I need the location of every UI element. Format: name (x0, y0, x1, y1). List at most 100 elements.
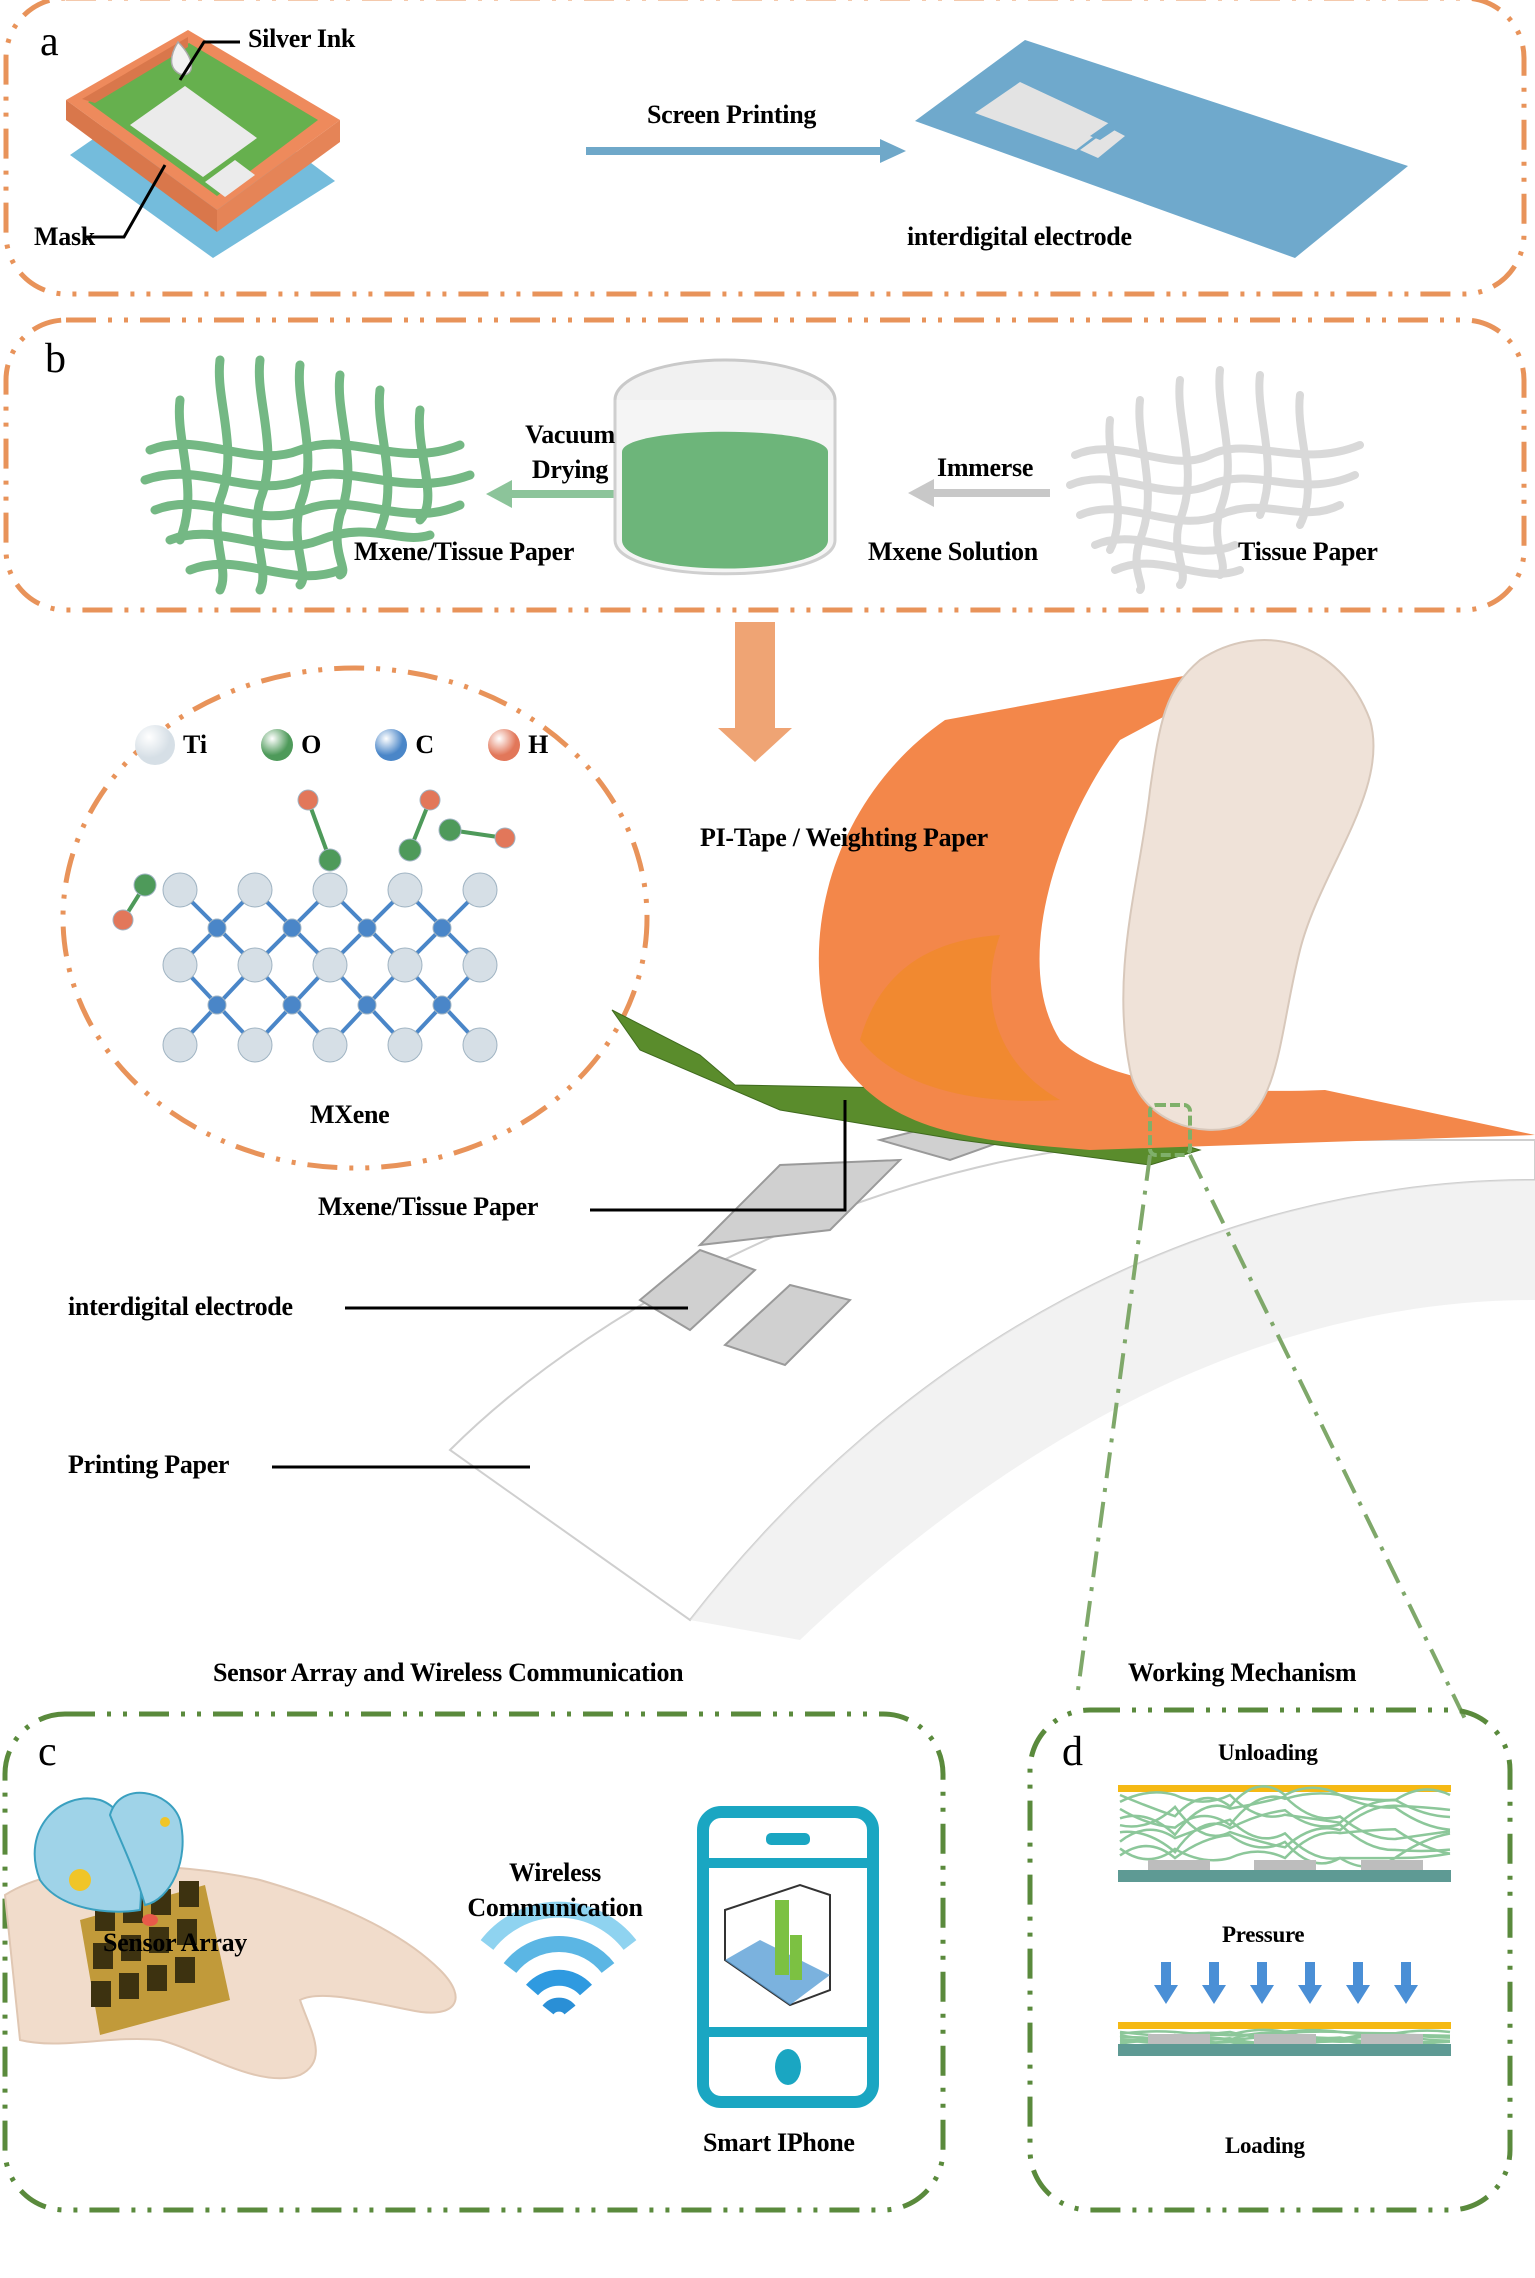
immerse-label: Immerse (937, 453, 1034, 482)
sensor-pad (179, 1881, 199, 1907)
fiber (1119, 1827, 1451, 1862)
hydrogen-atom (112, 909, 134, 931)
sensor-pad (121, 1935, 141, 1961)
mxene-solution-label: Mxene Solution (868, 537, 1038, 566)
pi-tape-label: PI-Tape / Weighting Paper (700, 823, 988, 852)
titanium-atom (387, 872, 423, 908)
mxene-lattice (112, 789, 516, 1063)
interdigital-electrode-result-label: interdigital electrode (907, 222, 1132, 251)
panel-d-letter: d (1062, 1729, 1083, 1775)
panel-a-border (3, 0, 1527, 297)
fiber (1119, 1833, 1451, 1868)
printed-electrode-substrate (915, 40, 1408, 258)
carbon-atom (207, 918, 227, 938)
fiber (1119, 1788, 1451, 1825)
mxene-tissue-paper-label: Mxene/Tissue Paper (354, 537, 575, 566)
legend-label: O (301, 730, 322, 759)
mxene-tissue-leader (590, 1100, 847, 1212)
mechanism-zoom-box (1148, 1103, 1192, 1157)
screen-printing-frame (66, 30, 340, 258)
legend-item-ti: Ti (135, 725, 207, 765)
smartphone-icon (697, 1806, 879, 2108)
titanium-atom (387, 947, 423, 983)
device-electrode-label: interdigital electrode (68, 1292, 293, 1321)
callout-line-left (1076, 1154, 1152, 1691)
oxygen-atom (438, 818, 462, 842)
mxene-legend: Ti O C H (135, 725, 548, 765)
panel-b-letter: b (45, 336, 66, 382)
oxygen-atom (398, 838, 422, 862)
titanium-atom (162, 947, 198, 983)
panel-c-letter: c (38, 1729, 57, 1775)
titanium-atom (312, 947, 348, 983)
sensor-pad (149, 1927, 169, 1953)
printing-paper-label: Printing Paper (68, 1450, 230, 1479)
tissue-paper-label: Tissue Paper (1238, 537, 1378, 566)
pressure-arrow (1298, 1962, 1322, 2004)
pressure-arrows (1154, 1962, 1418, 2004)
oxygen-atom (318, 848, 342, 872)
fiber (1119, 1795, 1451, 1841)
silver-ink-label: Silver Ink (248, 24, 356, 53)
hydrogen-atom (419, 789, 441, 811)
sensor-array-section-title: Sensor Array and Wireless Communication (213, 1658, 684, 1687)
titanium-atom (237, 947, 273, 983)
callout-line-right (1188, 1154, 1470, 1726)
legend-item-c: C (375, 729, 434, 761)
pressure-arrow (1154, 1962, 1178, 2004)
sensor-pad (175, 1957, 195, 1983)
unloading-label: Unloading (1218, 1740, 1318, 1765)
process-down-arrow (718, 622, 792, 762)
atom-c-icon (375, 729, 408, 761)
vacuum-label: Vacuum (525, 420, 615, 449)
mxene-title: MXene (310, 1100, 390, 1129)
fiber (1119, 1808, 1451, 1854)
titanium-atom (162, 1027, 198, 1063)
butterfly (33, 1791, 184, 1926)
carbon-atom (282, 918, 302, 938)
titanium-atom (387, 1027, 423, 1063)
legend-label: H (528, 730, 549, 759)
titanium-atom (312, 1027, 348, 1063)
fiber (1119, 1792, 1451, 1831)
mxene-tissue-mesh (140, 355, 475, 595)
legend-item-o: O (261, 729, 321, 761)
hydrogen-atom (297, 789, 319, 811)
carbon-atom (432, 918, 452, 938)
unloading-stack (1118, 1785, 1451, 1882)
oxygen-atom (133, 873, 157, 897)
sensor-pad (93, 1943, 113, 1969)
legend-label: C (415, 730, 435, 759)
device-mxene-tissue-label: Mxene/Tissue Paper (318, 1192, 539, 1221)
smart-iphone-label: Smart IPhone (703, 2128, 855, 2157)
titanium-atom (312, 872, 348, 908)
loading-label: Loading (1225, 2133, 1305, 2158)
mask-leader (86, 164, 167, 239)
titanium-atom (237, 872, 273, 908)
pressure-arrow (1346, 1962, 1370, 2004)
pressure-arrow (1394, 1962, 1418, 2004)
carbon-atom (432, 995, 452, 1015)
panel-a-letter: a (40, 19, 59, 65)
legend-item-h: H (488, 729, 548, 761)
mxene-zoom-circle (60, 665, 650, 1171)
wireless-label: Wireless (509, 1858, 601, 1887)
carbon-atom (207, 995, 227, 1015)
atom-o-icon (261, 729, 294, 761)
working-mechanism-section-title: Working Mechanism (1128, 1658, 1357, 1687)
atom-h-icon (488, 729, 521, 761)
pressure-arrow (1250, 1962, 1274, 2004)
sensor-array (80, 1881, 230, 2035)
titanium-atom (462, 872, 498, 908)
screen-printing-label: Screen Printing (647, 100, 817, 129)
wifi-icon (480, 1901, 637, 2015)
sensor-array-label: Sensor Array (103, 1928, 247, 1957)
atom-ti-icon (135, 725, 175, 765)
pressure-label: Pressure (1222, 1922, 1305, 1947)
panel-d-border (1027, 1707, 1513, 2213)
pressure-arrow (1202, 1962, 1226, 2004)
titanium-atom (462, 1027, 498, 1063)
legend-label: Ti (183, 730, 208, 759)
silver-ink-leader (178, 40, 240, 81)
